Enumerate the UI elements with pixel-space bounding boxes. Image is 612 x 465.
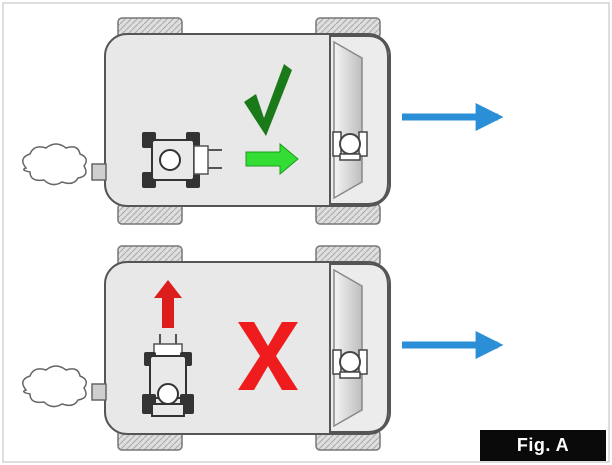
sideways-arrow-icon	[154, 280, 182, 328]
check-icon	[244, 64, 292, 136]
forward-arrow-icon	[245, 142, 299, 176]
figure-label: Fig. A	[480, 430, 606, 461]
panel-incorrect	[22, 245, 504, 451]
hitch	[91, 383, 107, 401]
dock-worker-icon	[332, 131, 368, 161]
dock-worker-icon	[332, 349, 368, 379]
forklift-icon	[142, 334, 194, 417]
panel-correct	[22, 17, 504, 225]
forklift-icon	[142, 132, 222, 188]
exhaust-cloud	[22, 365, 87, 408]
x-icon	[238, 322, 298, 390]
exhaust-cloud	[22, 143, 87, 186]
dock-ramp	[333, 268, 363, 428]
dock-ramp	[333, 40, 363, 200]
hitch	[91, 163, 107, 181]
